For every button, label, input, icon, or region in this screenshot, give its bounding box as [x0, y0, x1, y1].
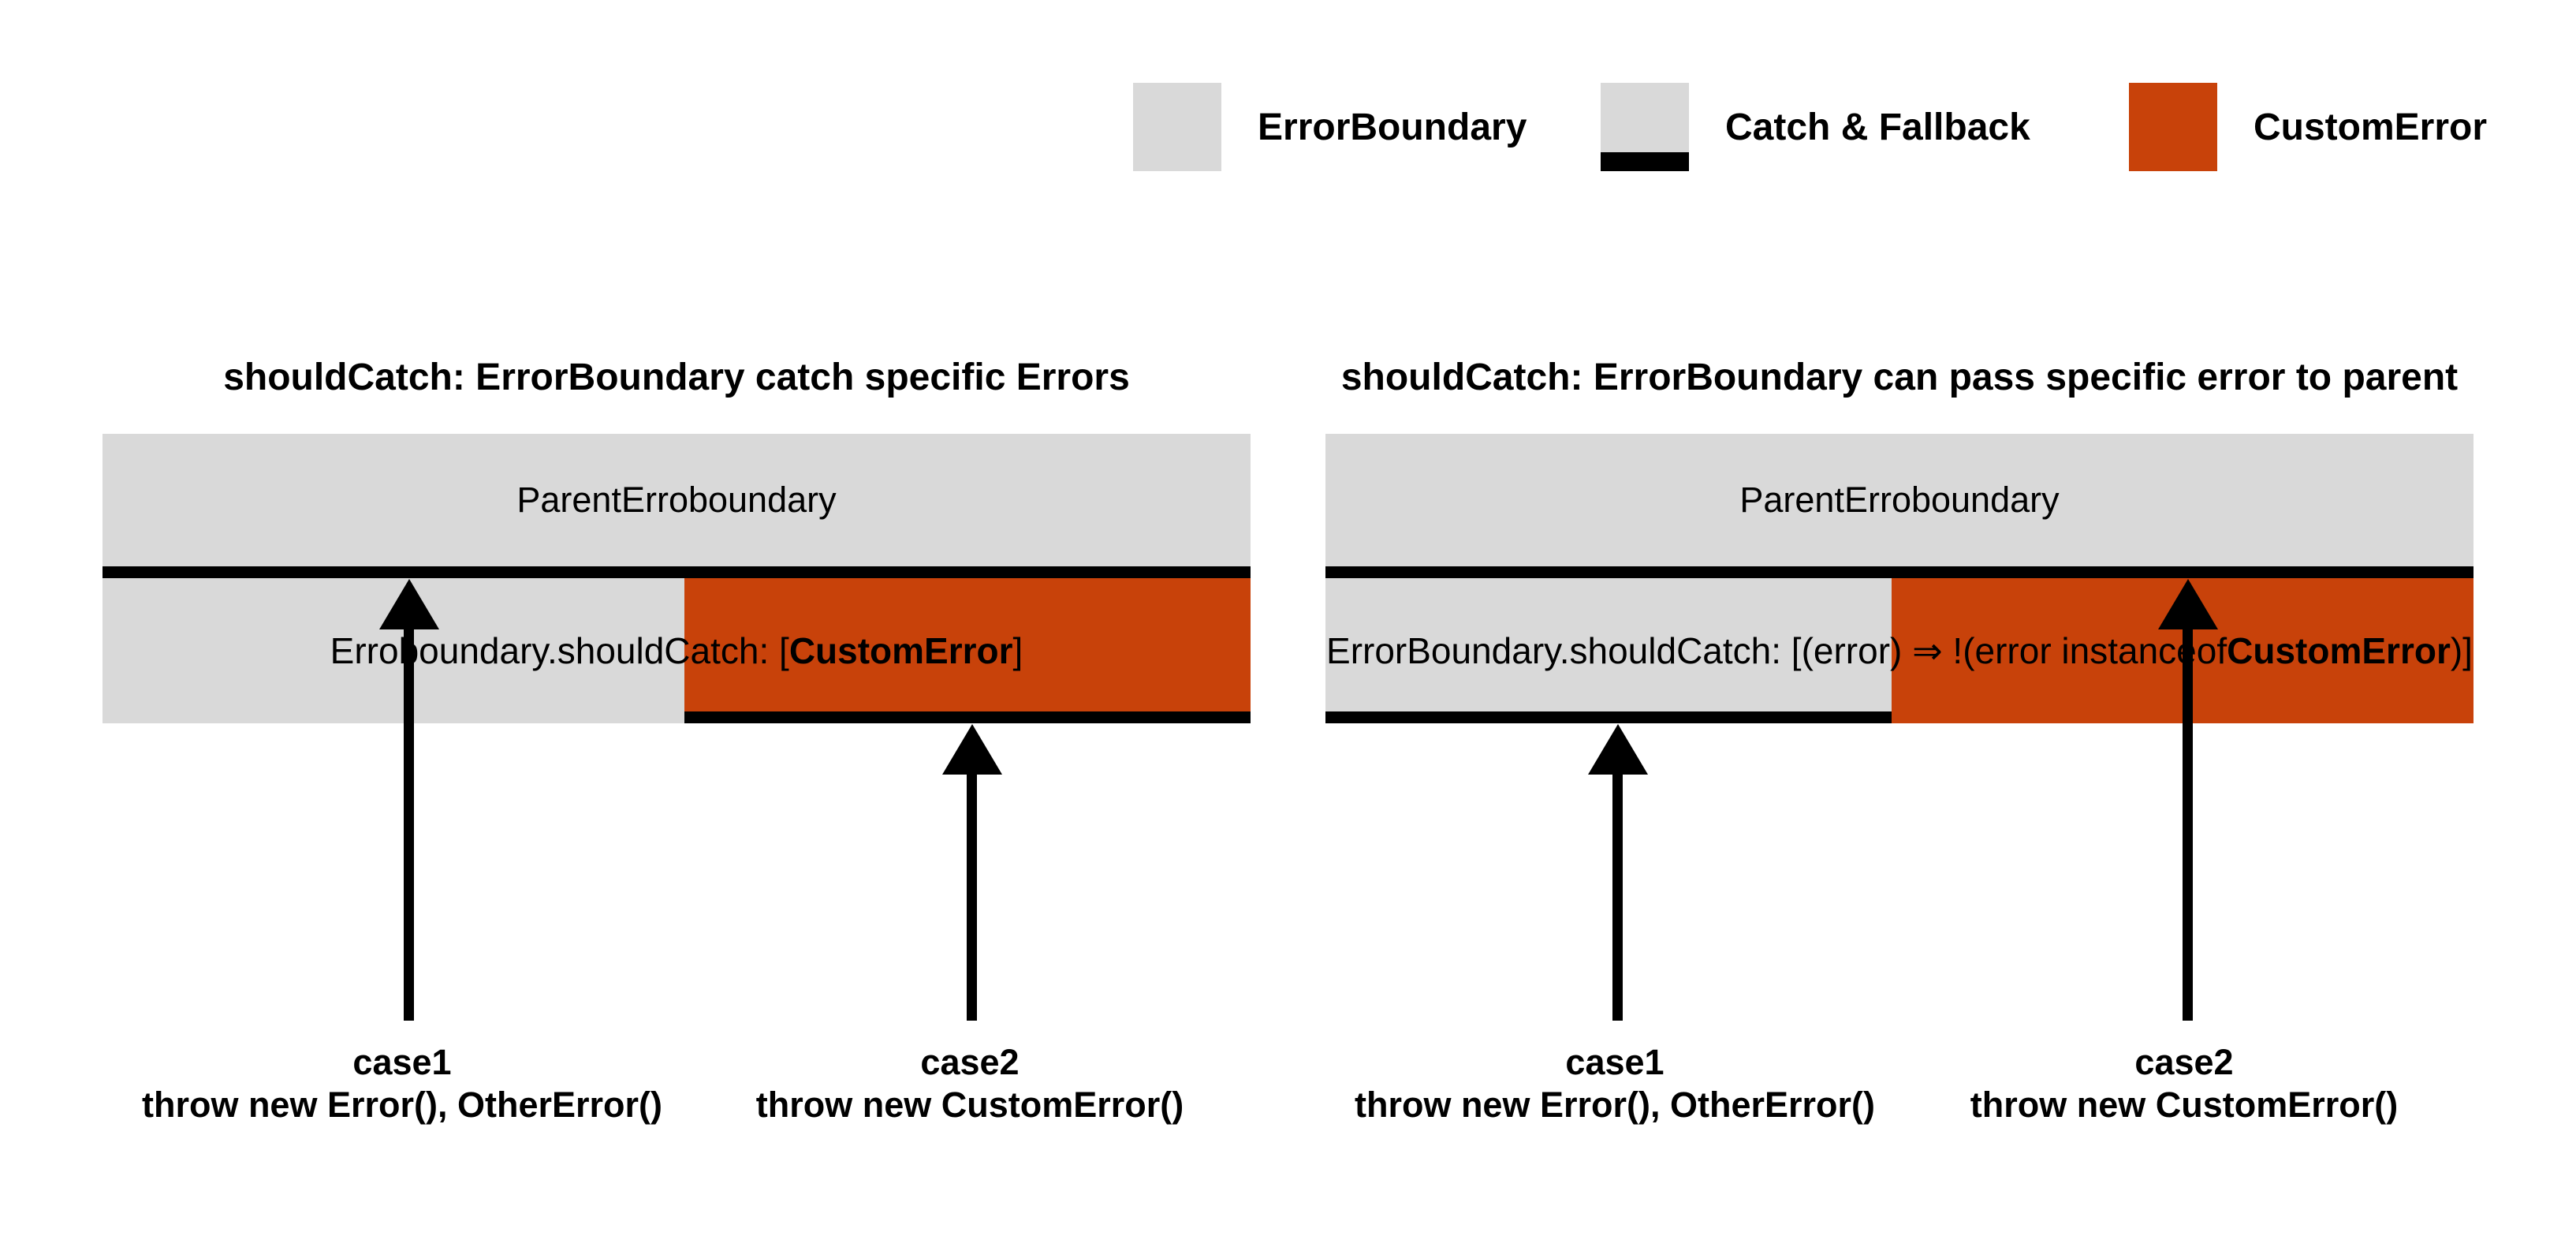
- child-boundary-label: ErrorBoundary.shouldCatch: [(error) ⇒ !(…: [1325, 578, 2473, 723]
- case-code: throw new Error(), OtherError(): [141, 1085, 663, 1125]
- diagram-title: shouldCatch: ErrorBoundary can pass spec…: [1340, 357, 2459, 398]
- legend-label: CustomError: [2254, 106, 2488, 148]
- parent-boundary-label: ParentErroboundary: [1739, 480, 2060, 520]
- parent-catch-line: [103, 566, 1251, 578]
- case-code: throw new CustomError(): [1970, 1085, 2399, 1125]
- case1-label: case1 throw new Error(), OtherError(): [1221, 1041, 2009, 1126]
- case1-arrow: [379, 579, 439, 1021]
- case1-arrow: [1588, 724, 1648, 1021]
- arrow-shaft: [967, 764, 977, 1021]
- parent-boundary-bar: ParentErroboundary: [1325, 434, 2473, 566]
- case2-arrow: [942, 724, 1002, 1021]
- case-name: case2: [920, 1042, 1020, 1082]
- legend-item-catch-fallback: Catch & Fallback: [1601, 83, 2030, 171]
- arrow-shaft: [2183, 618, 2193, 1021]
- child-boundary-label: Erroboundary.shouldCatch: [CustomError]: [103, 578, 1251, 723]
- case2-label: case2 throw new CustomError(): [576, 1041, 1364, 1126]
- diagram-title: shouldCatch: ErrorBoundary catch specifi…: [223, 357, 1130, 398]
- case1-label: case1 throw new Error(), OtherError(): [8, 1041, 796, 1126]
- case2-arrow: [2158, 579, 2218, 1021]
- child-orange-segment-caught: [684, 578, 1251, 723]
- case2-label: case2 throw new CustomError(): [1790, 1041, 2576, 1126]
- case-code: throw new CustomError(): [755, 1085, 1184, 1125]
- case-code: throw new Error(), OtherError(): [1354, 1085, 1876, 1125]
- child-label-suffix: ]: [1012, 630, 1023, 671]
- case-name: case2: [2134, 1042, 2234, 1082]
- legend-item-customerror: CustomError: [2129, 83, 2487, 171]
- child-gray-segment-caught: [1325, 578, 1892, 723]
- arrow-shaft: [404, 618, 414, 1021]
- legend-label: ErrorBoundary: [1258, 106, 1527, 148]
- case-name: case1: [1565, 1042, 1665, 1082]
- child-label-prefix: Erroboundary.shouldCatch: [: [330, 630, 789, 671]
- customerror-swatch: [2129, 83, 2217, 171]
- child-label-bold: CustomError: [788, 630, 1013, 671]
- legend-label: Catch & Fallback: [1725, 106, 2030, 148]
- child-label-prefix: ErrorBoundary.shouldCatch: [(error) ⇒ !(…: [1326, 630, 2227, 671]
- catch-fallback-swatch: [1601, 83, 1689, 171]
- child-label-bold: CustomError: [2227, 630, 2451, 671]
- parent-boundary-label: ParentErroboundary: [516, 480, 837, 520]
- catch-line-strip: [1601, 152, 1689, 171]
- legend-item-errorboundary: ErrorBoundary: [1133, 83, 1527, 171]
- parent-boundary-bar: ParentErroboundary: [103, 434, 1251, 566]
- arrow-shaft: [1612, 764, 1623, 1021]
- child-label-suffix: )]: [2450, 630, 2473, 671]
- case-name: case1: [352, 1042, 452, 1082]
- errorboundary-swatch: [1133, 83, 1221, 171]
- parent-catch-line: [1325, 566, 2473, 578]
- child-boundary-row: [103, 578, 1251, 723]
